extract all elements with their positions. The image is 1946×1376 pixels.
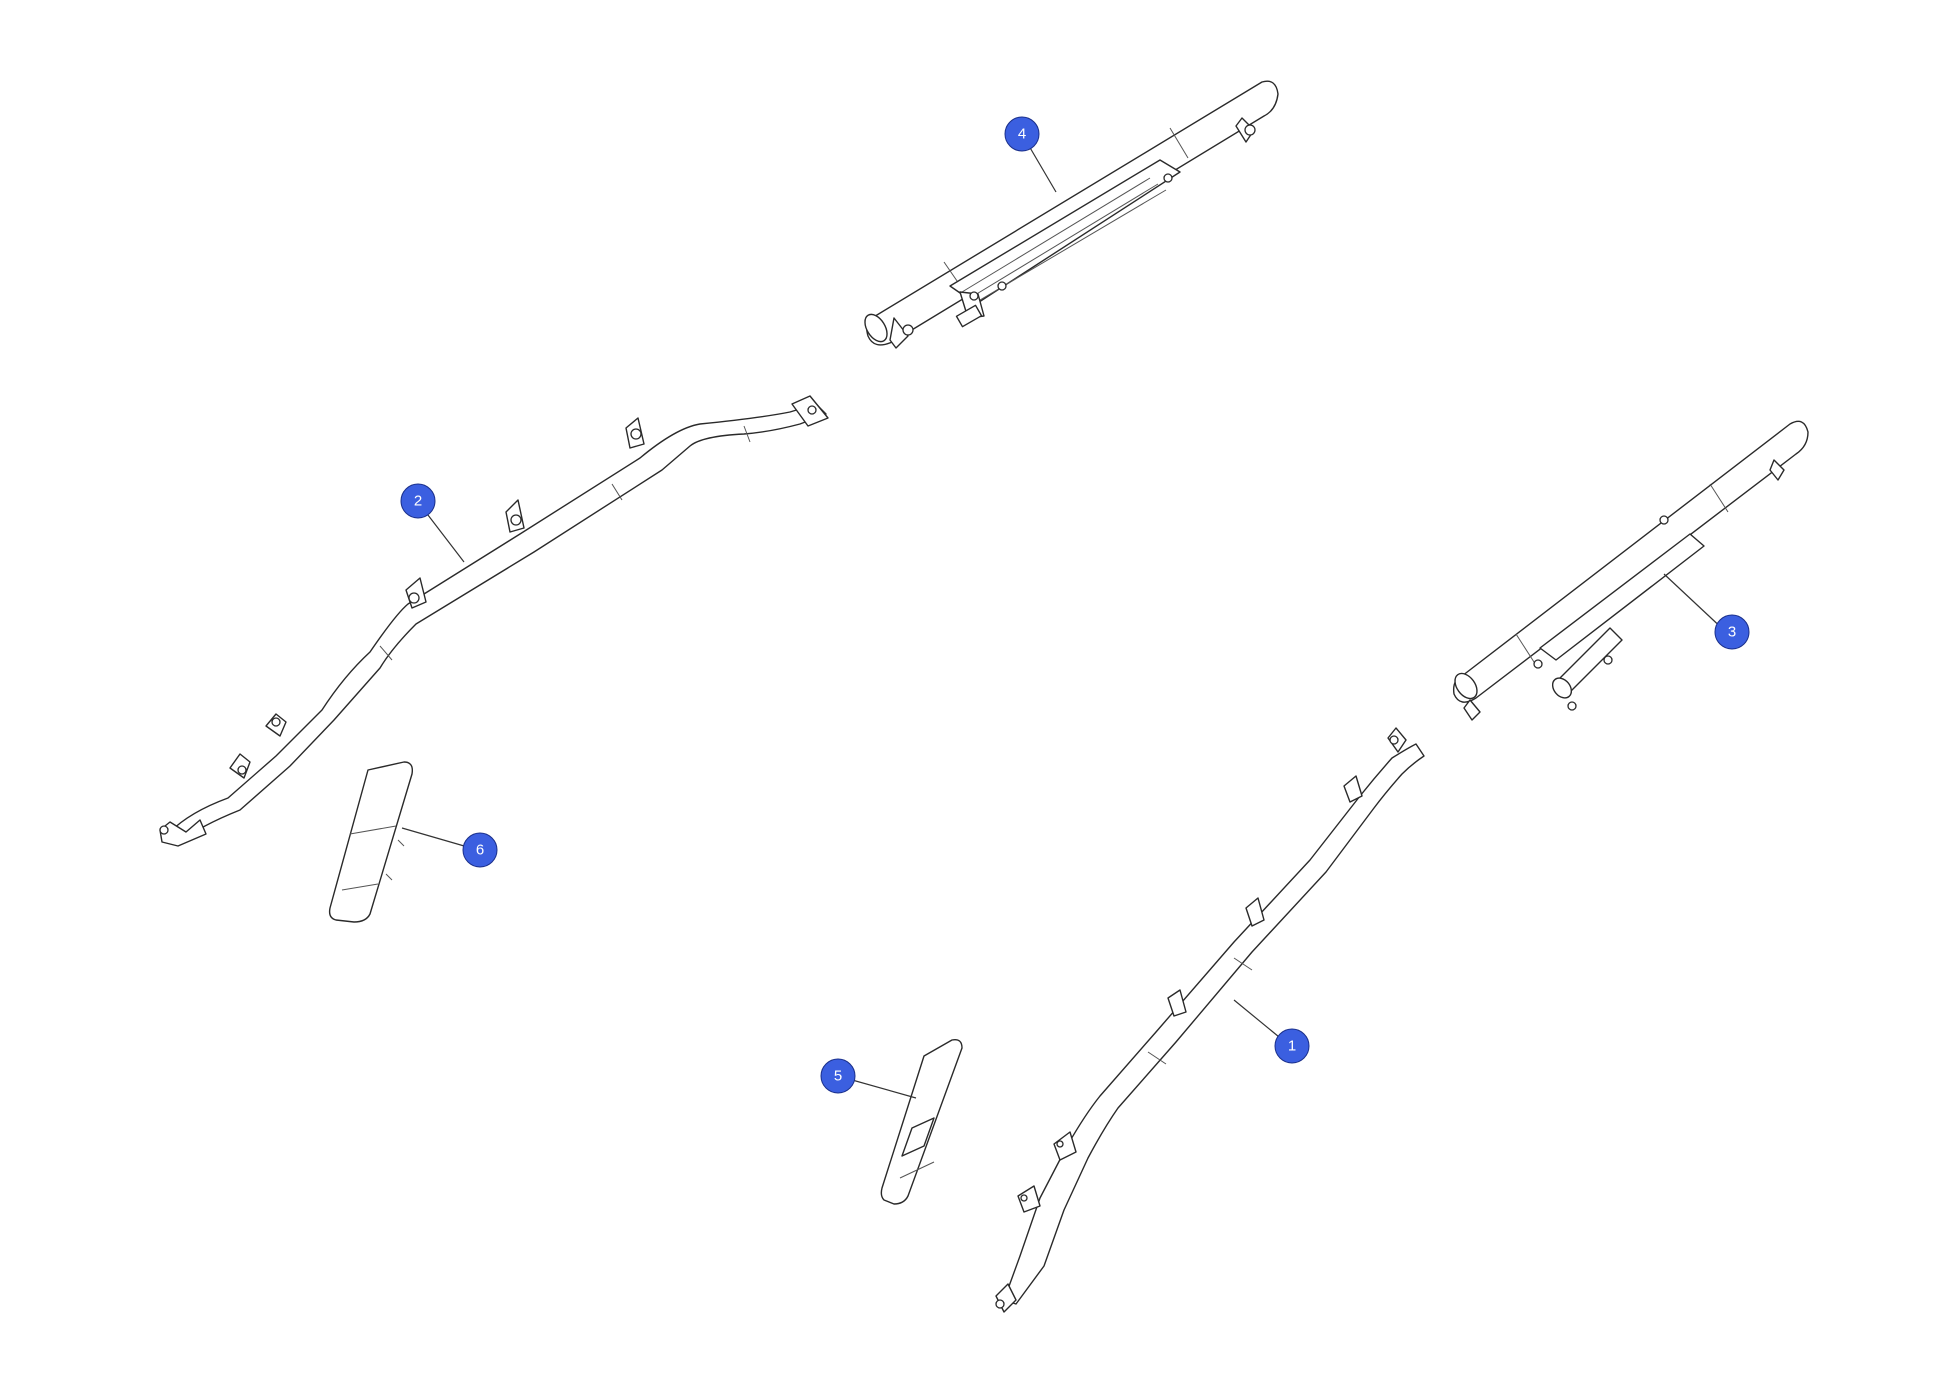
callout-marker — [400, 483, 436, 519]
part-6-airbag-module — [328, 761, 414, 923]
callout-label: 5 — [834, 1068, 842, 1085]
callout-1[interactable]: 1 — [1274, 1028, 1310, 1064]
part-2-curtain-airbag — [159, 395, 829, 847]
callout-label: 6 — [476, 842, 484, 859]
part-1-curtain-airbag — [995, 727, 1425, 1313]
callout-6[interactable]: 6 — [462, 832, 498, 868]
callout-4[interactable]: 4 — [1004, 116, 1040, 152]
callout-label: 1 — [1288, 1038, 1296, 1055]
callout-marker — [820, 1058, 856, 1094]
callout-marker — [1274, 1028, 1310, 1064]
callout-marker — [1004, 116, 1040, 152]
part-4-airbag-module — [864, 80, 1279, 349]
part-3-airbag-module — [1452, 420, 1809, 721]
callout-marker — [462, 832, 498, 868]
callout-marker — [1714, 614, 1750, 650]
callout-label: 3 — [1728, 624, 1736, 641]
part-5-airbag-module — [880, 1038, 963, 1205]
callout-3[interactable]: 3 — [1714, 614, 1750, 650]
leader-line-3 — [1663, 573, 1727, 633]
callout-label: 4 — [1018, 126, 1026, 143]
callout-5[interactable]: 5 — [820, 1058, 856, 1094]
callout-2[interactable]: 2 — [400, 483, 436, 519]
callout-label: 2 — [414, 493, 422, 510]
